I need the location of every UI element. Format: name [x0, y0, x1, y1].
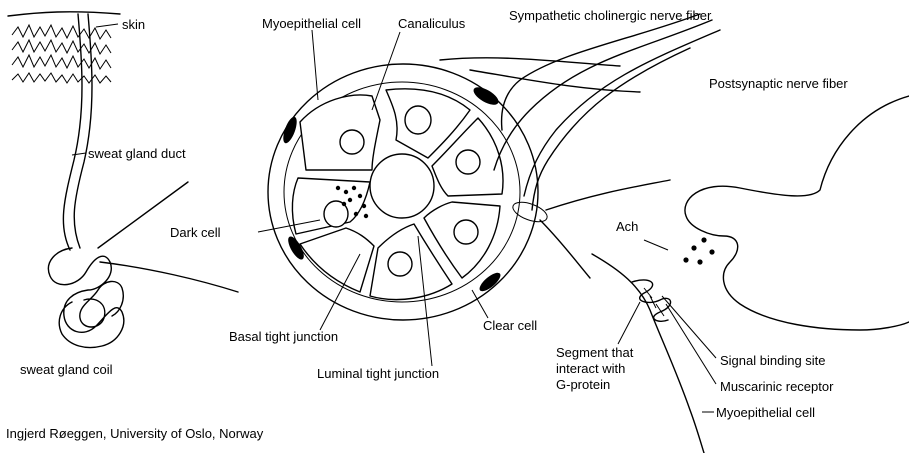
- label-skin: skin: [122, 17, 145, 32]
- ach-leader: [644, 240, 668, 250]
- label-canaliculus: Canaliculus: [398, 16, 466, 31]
- cell-nucleus: [456, 150, 480, 174]
- label-signal-binding-site: Signal binding site: [720, 353, 826, 368]
- secretory-coil-cross-section: [268, 64, 538, 320]
- label-postsynaptic-fiber: Postsynaptic nerve fiber: [709, 76, 848, 91]
- label-sweat-gland-coil: sweat gland coil: [20, 362, 113, 377]
- label-myoepithelial-cell-top: Myoepithelial cell: [262, 16, 361, 31]
- credit-text: Ingjerd Røeggen, University of Oslo, Nor…: [6, 426, 264, 441]
- synapse-illustration: [592, 96, 909, 453]
- label-clear-cell: Clear cell: [483, 318, 537, 333]
- skin-surface: [8, 12, 120, 16]
- label-dark-cell: Dark cell: [170, 225, 221, 240]
- duct-leader: [72, 153, 86, 155]
- signal-binding-leader: [662, 296, 716, 358]
- label-sympathetic-fiber: Sympathetic cholinergic nerve fiber: [509, 8, 712, 23]
- sweat-gland-duct: [63, 14, 92, 250]
- muscarinic-leader: [666, 304, 716, 384]
- label-segment-line1: Segment that: [556, 345, 634, 360]
- cell-nucleus: [405, 106, 431, 134]
- cell-nucleus: [340, 130, 364, 154]
- label-ach: Ach: [616, 219, 638, 234]
- coil-pointer-line-lower: [100, 262, 238, 292]
- skin-leader: [96, 24, 118, 27]
- cell-nucleus: [388, 252, 412, 276]
- nerve-terminal: [685, 96, 909, 330]
- epidermis-layer: [12, 25, 111, 83]
- label-segment-line3: G-protein: [556, 377, 610, 392]
- myoepithelial-top-leader: [312, 30, 318, 100]
- label-myoepithelial-cell-bottom: Myoepithelial cell: [716, 405, 815, 420]
- label-muscarinic-receptor: Muscarinic receptor: [720, 379, 834, 394]
- lumen: [370, 154, 434, 218]
- label-luminal-tight-junction: Luminal tight junction: [317, 366, 439, 381]
- label-sweat-gland-duct: sweat gland duct: [88, 146, 186, 161]
- label-basal-tight-junction: Basal tight junction: [229, 329, 338, 344]
- label-segment-line2: interact with: [556, 361, 625, 376]
- skin-and-gland-illustration: [8, 12, 238, 348]
- cell-nucleus: [454, 220, 478, 244]
- segment-leader: [618, 302, 640, 344]
